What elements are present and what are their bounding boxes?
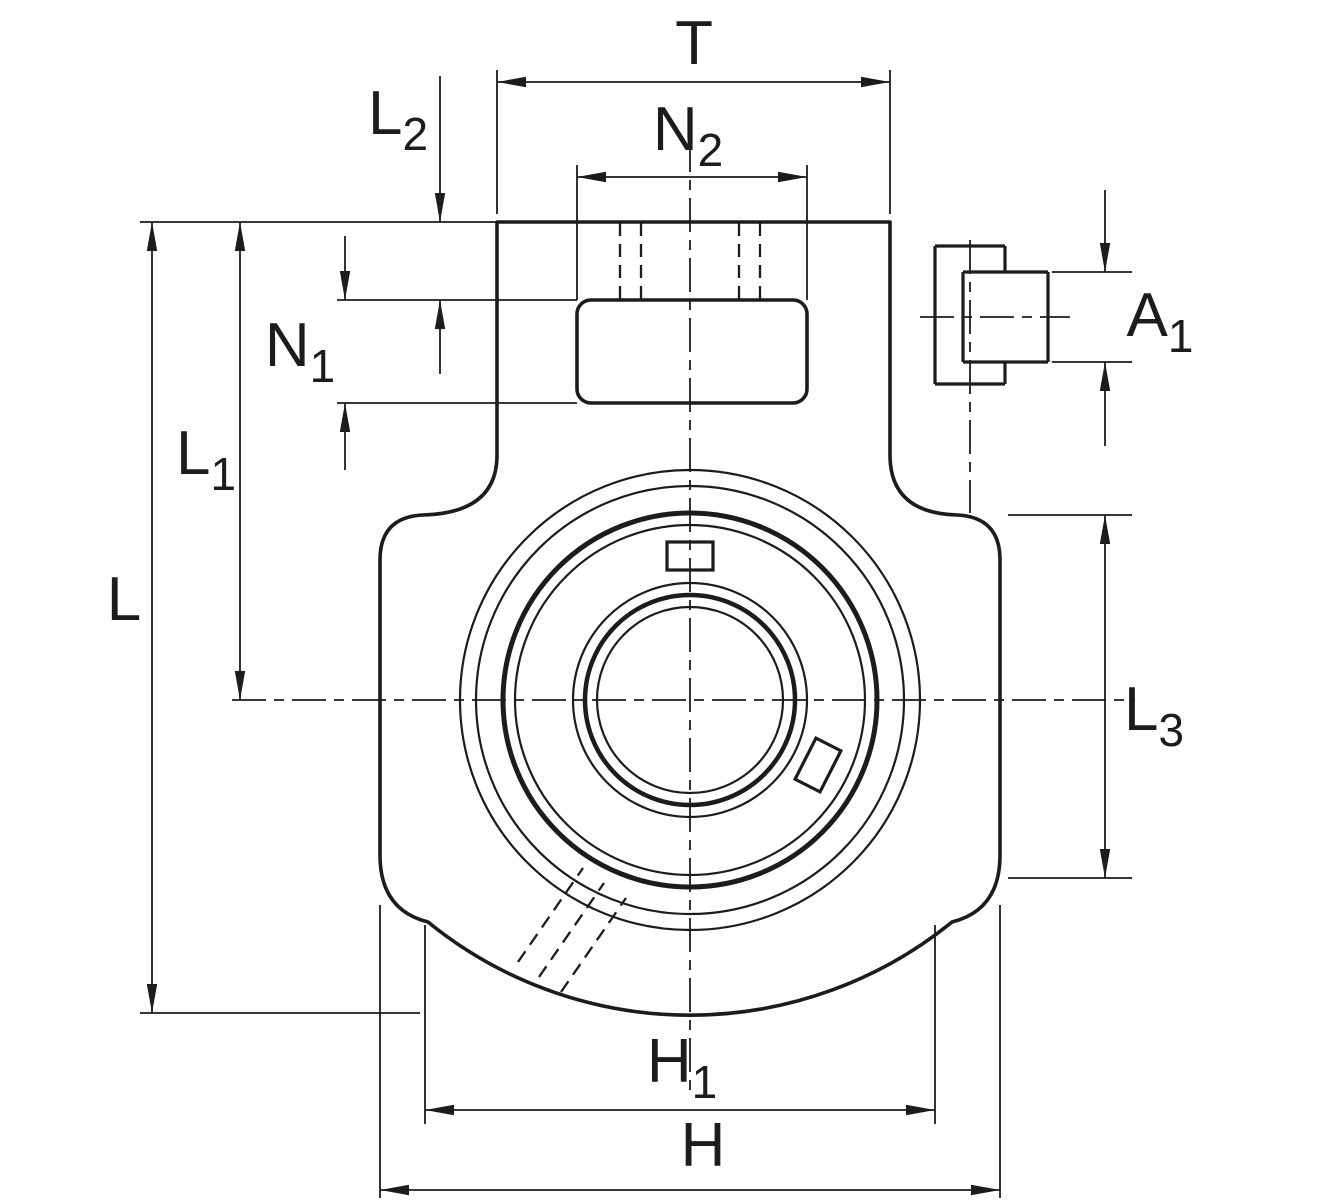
take-up-slot-block	[575, 298, 809, 405]
dim-label-n1: N1	[265, 311, 335, 392]
dimension-lines	[146, 76, 1111, 1196]
base-slot-hidden-line	[560, 897, 627, 993]
housing-outline	[378, 220, 1002, 1017]
dim-label-h: H	[681, 1111, 726, 1180]
dim-label-a1: A1	[1127, 281, 1194, 362]
inner-ring-face-circle	[571, 581, 809, 819]
housing-bore-circle-outer	[458, 468, 922, 932]
bearing-outer-ring-face	[513, 523, 867, 877]
base-slot-hidden-line	[538, 882, 605, 978]
dim-label-l1: L1	[176, 419, 236, 500]
grease-fitting-boss	[933, 244, 1050, 386]
bore-chamfer-circle	[595, 605, 785, 795]
dimension-extension-lines	[140, 70, 1132, 1198]
dim-label-h1: H1	[647, 1027, 717, 1108]
dim-label-l: L	[107, 565, 141, 634]
housing-body	[378, 220, 1002, 1017]
dim-label-n2: N2	[653, 95, 723, 176]
bearing-outer-ring-od	[500, 510, 880, 890]
set-screw-side	[792, 735, 844, 795]
dimension-labels: T N2 L2 N1 L1 L A1 L3 H1 H	[107, 9, 1194, 1180]
hidden-lines	[517, 223, 762, 993]
bearing-rings	[458, 468, 922, 932]
dim-label-l3: L3	[1124, 675, 1184, 756]
housing-bore-circle-inner	[474, 484, 906, 916]
centerlines	[232, 138, 1135, 1092]
bore-circle	[582, 592, 798, 808]
dim-label-l2: L2	[368, 79, 428, 160]
dim-label-t: T	[675, 9, 713, 78]
set-screw-top	[665, 540, 715, 572]
base-slot-hidden-line	[517, 867, 584, 963]
